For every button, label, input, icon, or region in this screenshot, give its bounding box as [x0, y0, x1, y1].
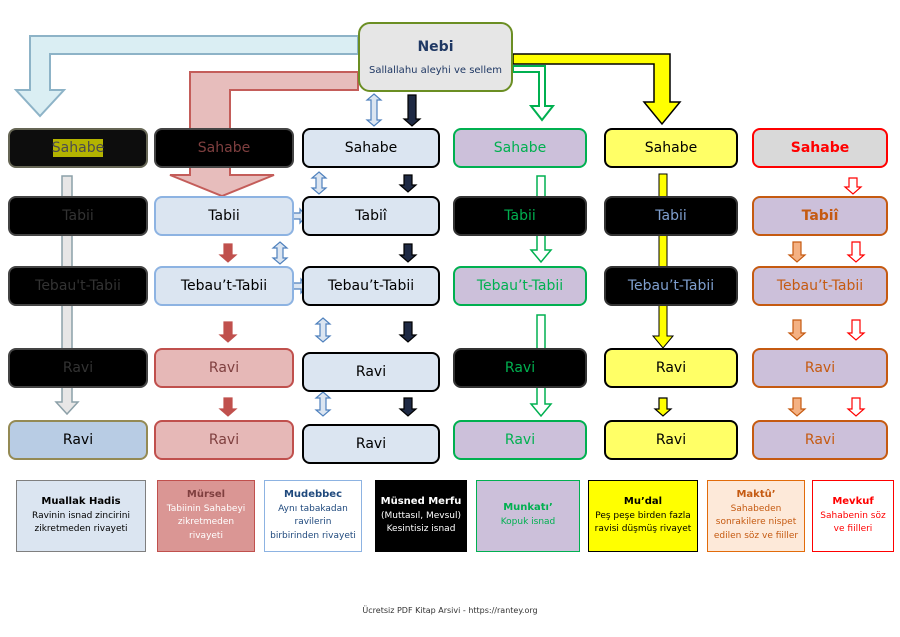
col1-node-4: Ravi [8, 348, 148, 388]
col1-node-2: Tabii [8, 196, 148, 236]
col3-arrow-4 [398, 397, 418, 417]
nebi-title: Nebi [417, 38, 454, 55]
col2-node-1: Sahabe [154, 128, 294, 168]
note-body-5: Kopuk isnad [500, 517, 556, 528]
note-title-7: Maktû’ [736, 489, 776, 501]
col2-node-3: Tebau’t-Tabii [154, 266, 294, 306]
col1-node-5: Ravi [8, 420, 148, 460]
note-title-2: Mürsel [186, 489, 226, 501]
col5-node-4: Ravi [453, 348, 587, 388]
note-title-3: Mudebbec [283, 489, 343, 501]
col1-node-1: Sahabe [8, 128, 148, 168]
col6-node-3: Tebau’t-Tabii [604, 266, 738, 306]
col8-node-4: Ravi [752, 348, 888, 388]
col8-node-1: Sahabe [752, 128, 888, 168]
col5-node-2: Tabii [453, 196, 587, 236]
col2-arrow-2 [218, 321, 238, 343]
col8-arrow-1b [846, 241, 866, 263]
note-body-7: Sahabeden sonrakilere nispet edilen söz … [713, 504, 799, 541]
col3-arrow-2 [398, 243, 418, 263]
note-body-2: Tabiinin Sahabeyi zikretmeden rivayeti [166, 504, 246, 541]
col6-node-5: Ravi [604, 420, 738, 460]
arrow-nebi-to-col1 [13, 35, 359, 118]
col2-node-5: Ravi [154, 420, 294, 460]
col3-node-3: Tebau’t-Tabii [302, 266, 440, 306]
col3-dbl-4 [314, 391, 332, 417]
col2-node-4: Ravi [154, 348, 294, 388]
col8-arrow-2a [787, 319, 807, 341]
note-title-8: Mevkuf [832, 495, 874, 507]
nebi-box: Nebi Sallallahu aleyhi ve sellem [358, 22, 513, 92]
col6-node-1: Sahabe [604, 128, 738, 168]
col6-node-2: Tabii [604, 196, 738, 236]
col3-arrow-1 [398, 174, 418, 193]
col3-dbl-0 [365, 93, 383, 127]
col2-arrow-1 [218, 243, 238, 263]
note-title-1: Muallak Hadis [41, 495, 121, 507]
note-title-5: Munkatı’ [503, 502, 553, 514]
note-title-6: Mu’dal [623, 495, 663, 507]
note-body-8: Sahabenin söz ve fiilleri [820, 510, 886, 534]
arrow-nebi-to-col5 [512, 65, 556, 122]
note-body-6: Peş peşe birden fazla ravisi düşmüş riva… [594, 510, 692, 534]
col6-arrow-1 [653, 397, 673, 417]
note-box-4: Müsned Merfu (Muttasıl, Mevsul) Kesintisi… [375, 480, 467, 552]
nebi-subtitle: Sallallahu aleyhi ve sellem [368, 64, 503, 76]
note-body-1: Ravinin isnad zincirini zikretmeden riva… [32, 510, 130, 534]
col3-node-1: Sahabe [302, 128, 440, 168]
col8-node-3: Tebau’t-Tabii [752, 266, 888, 306]
col6-node-4: Ravi [604, 348, 738, 388]
col5-node-1: Sahabe [453, 128, 587, 168]
col3-dbl-1 [310, 171, 328, 195]
note-title-4: Müsned Merfu [380, 495, 462, 507]
note-body-3: Aynı tabakadan ravilerin birbirinden riv… [270, 504, 356, 541]
col5-node-5: Ravi [453, 420, 587, 460]
col2-node-2: Tabii [154, 196, 294, 236]
col8-arrow-2b [846, 319, 866, 341]
col3-node-5: Ravi [302, 424, 440, 464]
col8-arrow-0 [843, 177, 863, 195]
note-box-5: Munkatı’ Kopuk isnad [476, 480, 580, 552]
col2-arrow-3 [218, 397, 238, 417]
col3-arrow-0 [402, 94, 422, 127]
col8-arrow-1a [787, 241, 807, 263]
col8-node-5: Ravi [752, 420, 888, 460]
note-body-4: (Muttasıl, Mevsul) Kesintisiz isnad [381, 510, 461, 534]
col8-arrow-3a [787, 397, 807, 417]
arrow-nebi-to-col6 [512, 53, 682, 126]
col3-arrow-3 [398, 321, 418, 343]
note-box-7: Maktû’ Sahabeden sonrakilere nispet edile… [707, 480, 805, 552]
col8-node-2: Tabiî [752, 196, 888, 236]
col3-node-2: Tabiî [302, 196, 440, 236]
footer-text: Ücretsiz PDF Kitap Arsivi - https://rant… [362, 606, 538, 615]
col8-arrow-3b [846, 397, 866, 417]
col1-node-3: Tebau't-Tabii [8, 266, 148, 306]
col3-node-4: Ravi [302, 352, 440, 392]
col5-node-3: Tebau’t-Tabii [453, 266, 587, 306]
col3-dbl-3 [314, 317, 332, 343]
col3-dbl-2 [271, 241, 289, 265]
